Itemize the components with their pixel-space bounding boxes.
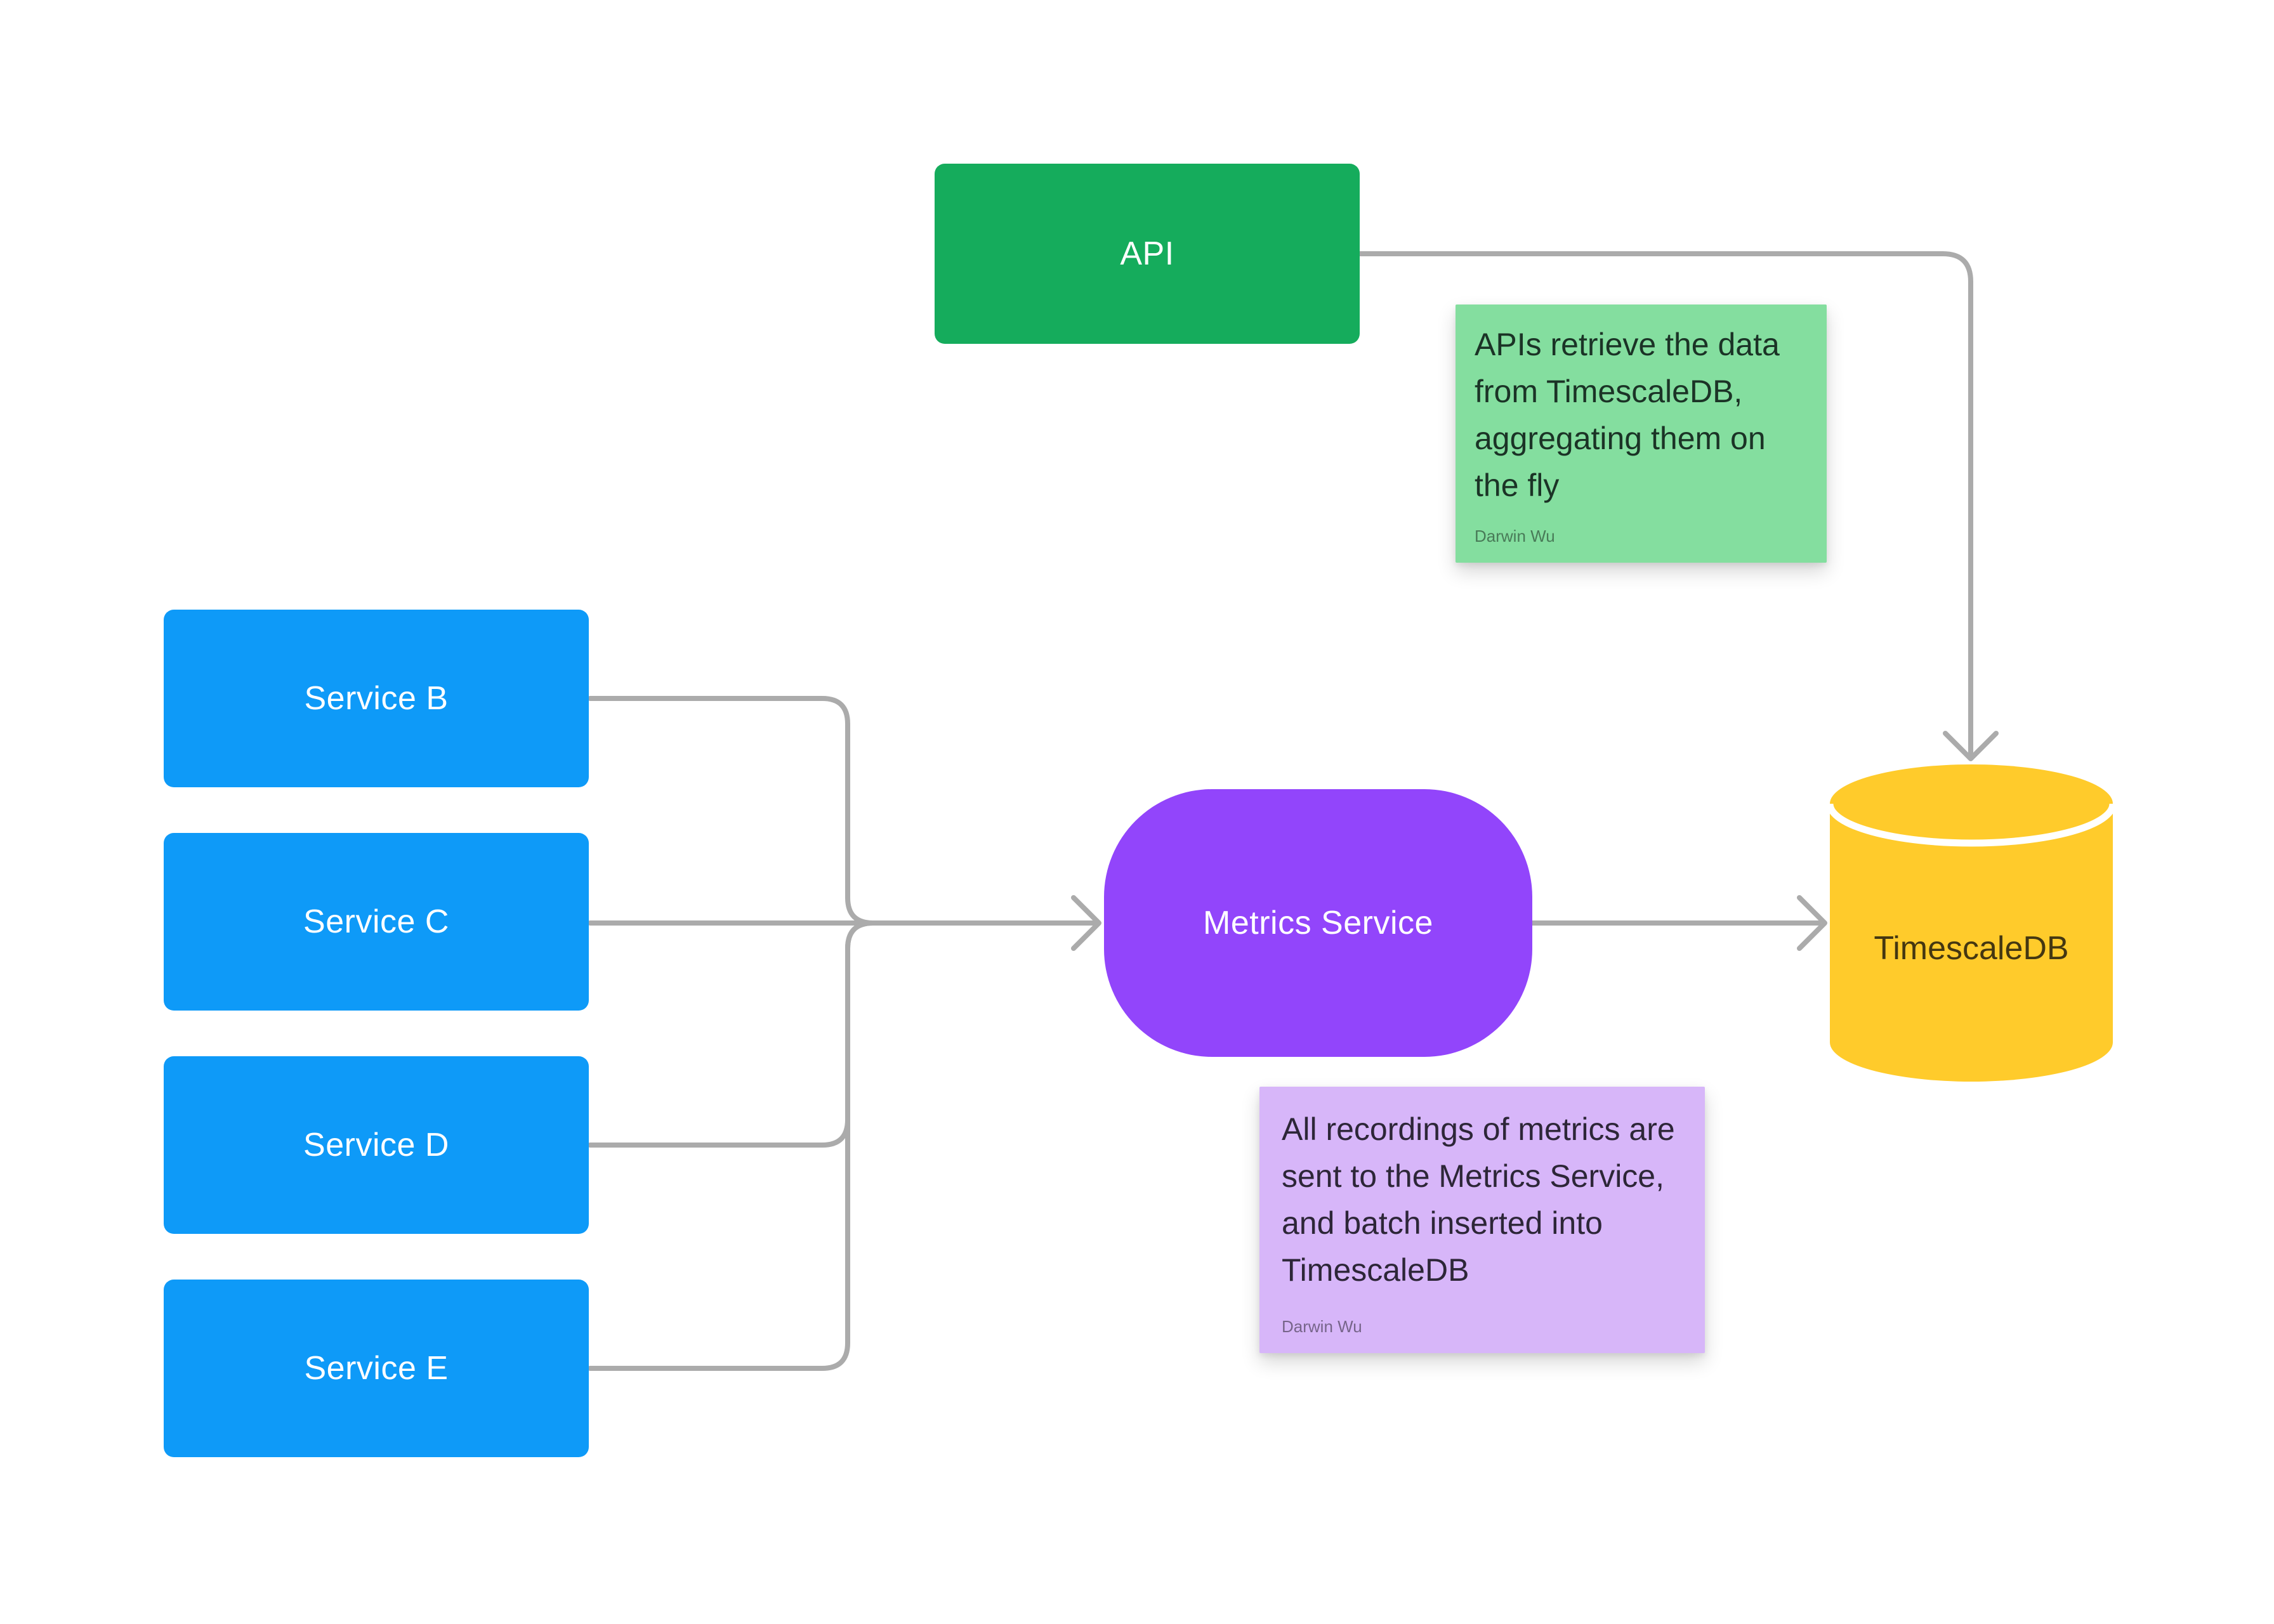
node-metrics-service[interactable]: Metrics Service: [1104, 789, 1532, 1057]
node-service-e[interactable]: Service E: [164, 1280, 589, 1457]
node-service-b-label: Service B: [304, 679, 449, 717]
connector-service-e-to-metrics[interactable]: [588, 920, 876, 1371]
arrowhead-into-timescaledb-left-icon: [1797, 895, 1827, 951]
sticky-note-api[interactable]: APIs retrieve the data from TimescaleDB,…: [1456, 304, 1827, 563]
connector-service-d-to-metrics[interactable]: [588, 920, 876, 1148]
node-api[interactable]: API: [935, 164, 1360, 344]
node-service-c[interactable]: Service C: [164, 833, 589, 1011]
node-service-e-label: Service E: [304, 1349, 449, 1387]
node-service-b[interactable]: Service B: [164, 610, 589, 787]
cylinder-body: [1830, 764, 2113, 1082]
connector-service-b-to-metrics[interactable]: [588, 696, 954, 926]
node-service-d-label: Service D: [303, 1126, 449, 1163]
timescaledb-cylinder[interactable]: [1826, 764, 2117, 1082]
node-service-c-label: Service C: [303, 903, 449, 940]
sticky-note-api-text: APIs retrieve the data from TimescaleDB,…: [1475, 327, 1780, 503]
cylinder-lid-separator: [1826, 803, 2117, 847]
node-metrics-service-label: Metrics Service: [1203, 904, 1433, 941]
sticky-note-api-author: Darwin Wu: [1475, 527, 1555, 546]
sticky-note-metrics-author: Darwin Wu: [1282, 1317, 1362, 1336]
connector-api-to-timescaledb[interactable]: [1357, 251, 1973, 757]
sticky-note-metrics-text: All recordings of metrics are sent to th…: [1282, 1111, 1675, 1288]
node-service-d[interactable]: Service D: [164, 1056, 589, 1234]
sticky-note-metrics[interactable]: All recordings of metrics are sent to th…: [1259, 1087, 1705, 1353]
arrowhead-into-metrics-icon: [1071, 895, 1101, 951]
arrowhead-into-timescaledb-top-icon: [1943, 731, 1999, 761]
node-api-label: API: [1120, 235, 1174, 272]
node-timescaledb-label: TimescaleDB: [1874, 930, 2069, 967]
